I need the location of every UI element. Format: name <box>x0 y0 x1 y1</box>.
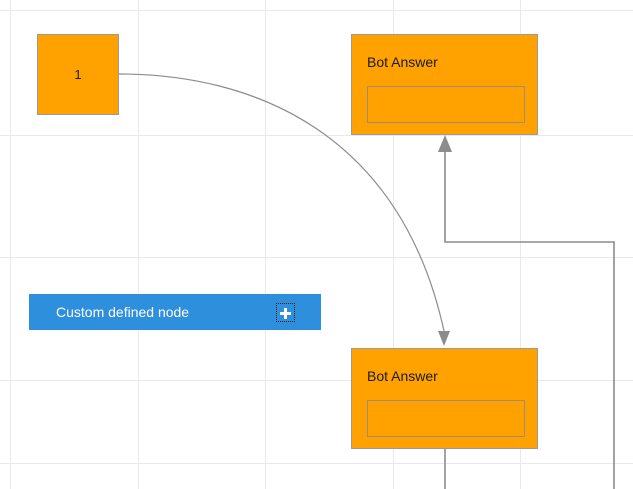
node-1-label: 1 <box>74 67 82 82</box>
plus-icon-vertical-bar <box>284 308 287 319</box>
bot-answer-top-slot[interactable] <box>367 86 525 123</box>
custom-defined-node-label: Custom defined node <box>56 304 190 320</box>
node-bot-answer-top[interactable]: Bot Answer <box>351 34 538 135</box>
custom-defined-node-bar[interactable]: Custom defined node <box>29 294 321 330</box>
bot-answer-bottom-slot[interactable] <box>367 400 525 437</box>
plus-icon[interactable] <box>276 303 295 322</box>
node-bot-answer-bottom[interactable]: Bot Answer <box>351 348 538 449</box>
node-1[interactable]: 1 <box>37 34 119 115</box>
bot-answer-bottom-title: Bot Answer <box>367 368 438 384</box>
connector-curved-node1-to-bot-answer-bottom[interactable] <box>118 73 450 346</box>
connector-orthogonal-loop-to-bot-answer-top[interactable] <box>438 135 615 489</box>
bot-answer-top-title: Bot Answer <box>367 54 438 70</box>
